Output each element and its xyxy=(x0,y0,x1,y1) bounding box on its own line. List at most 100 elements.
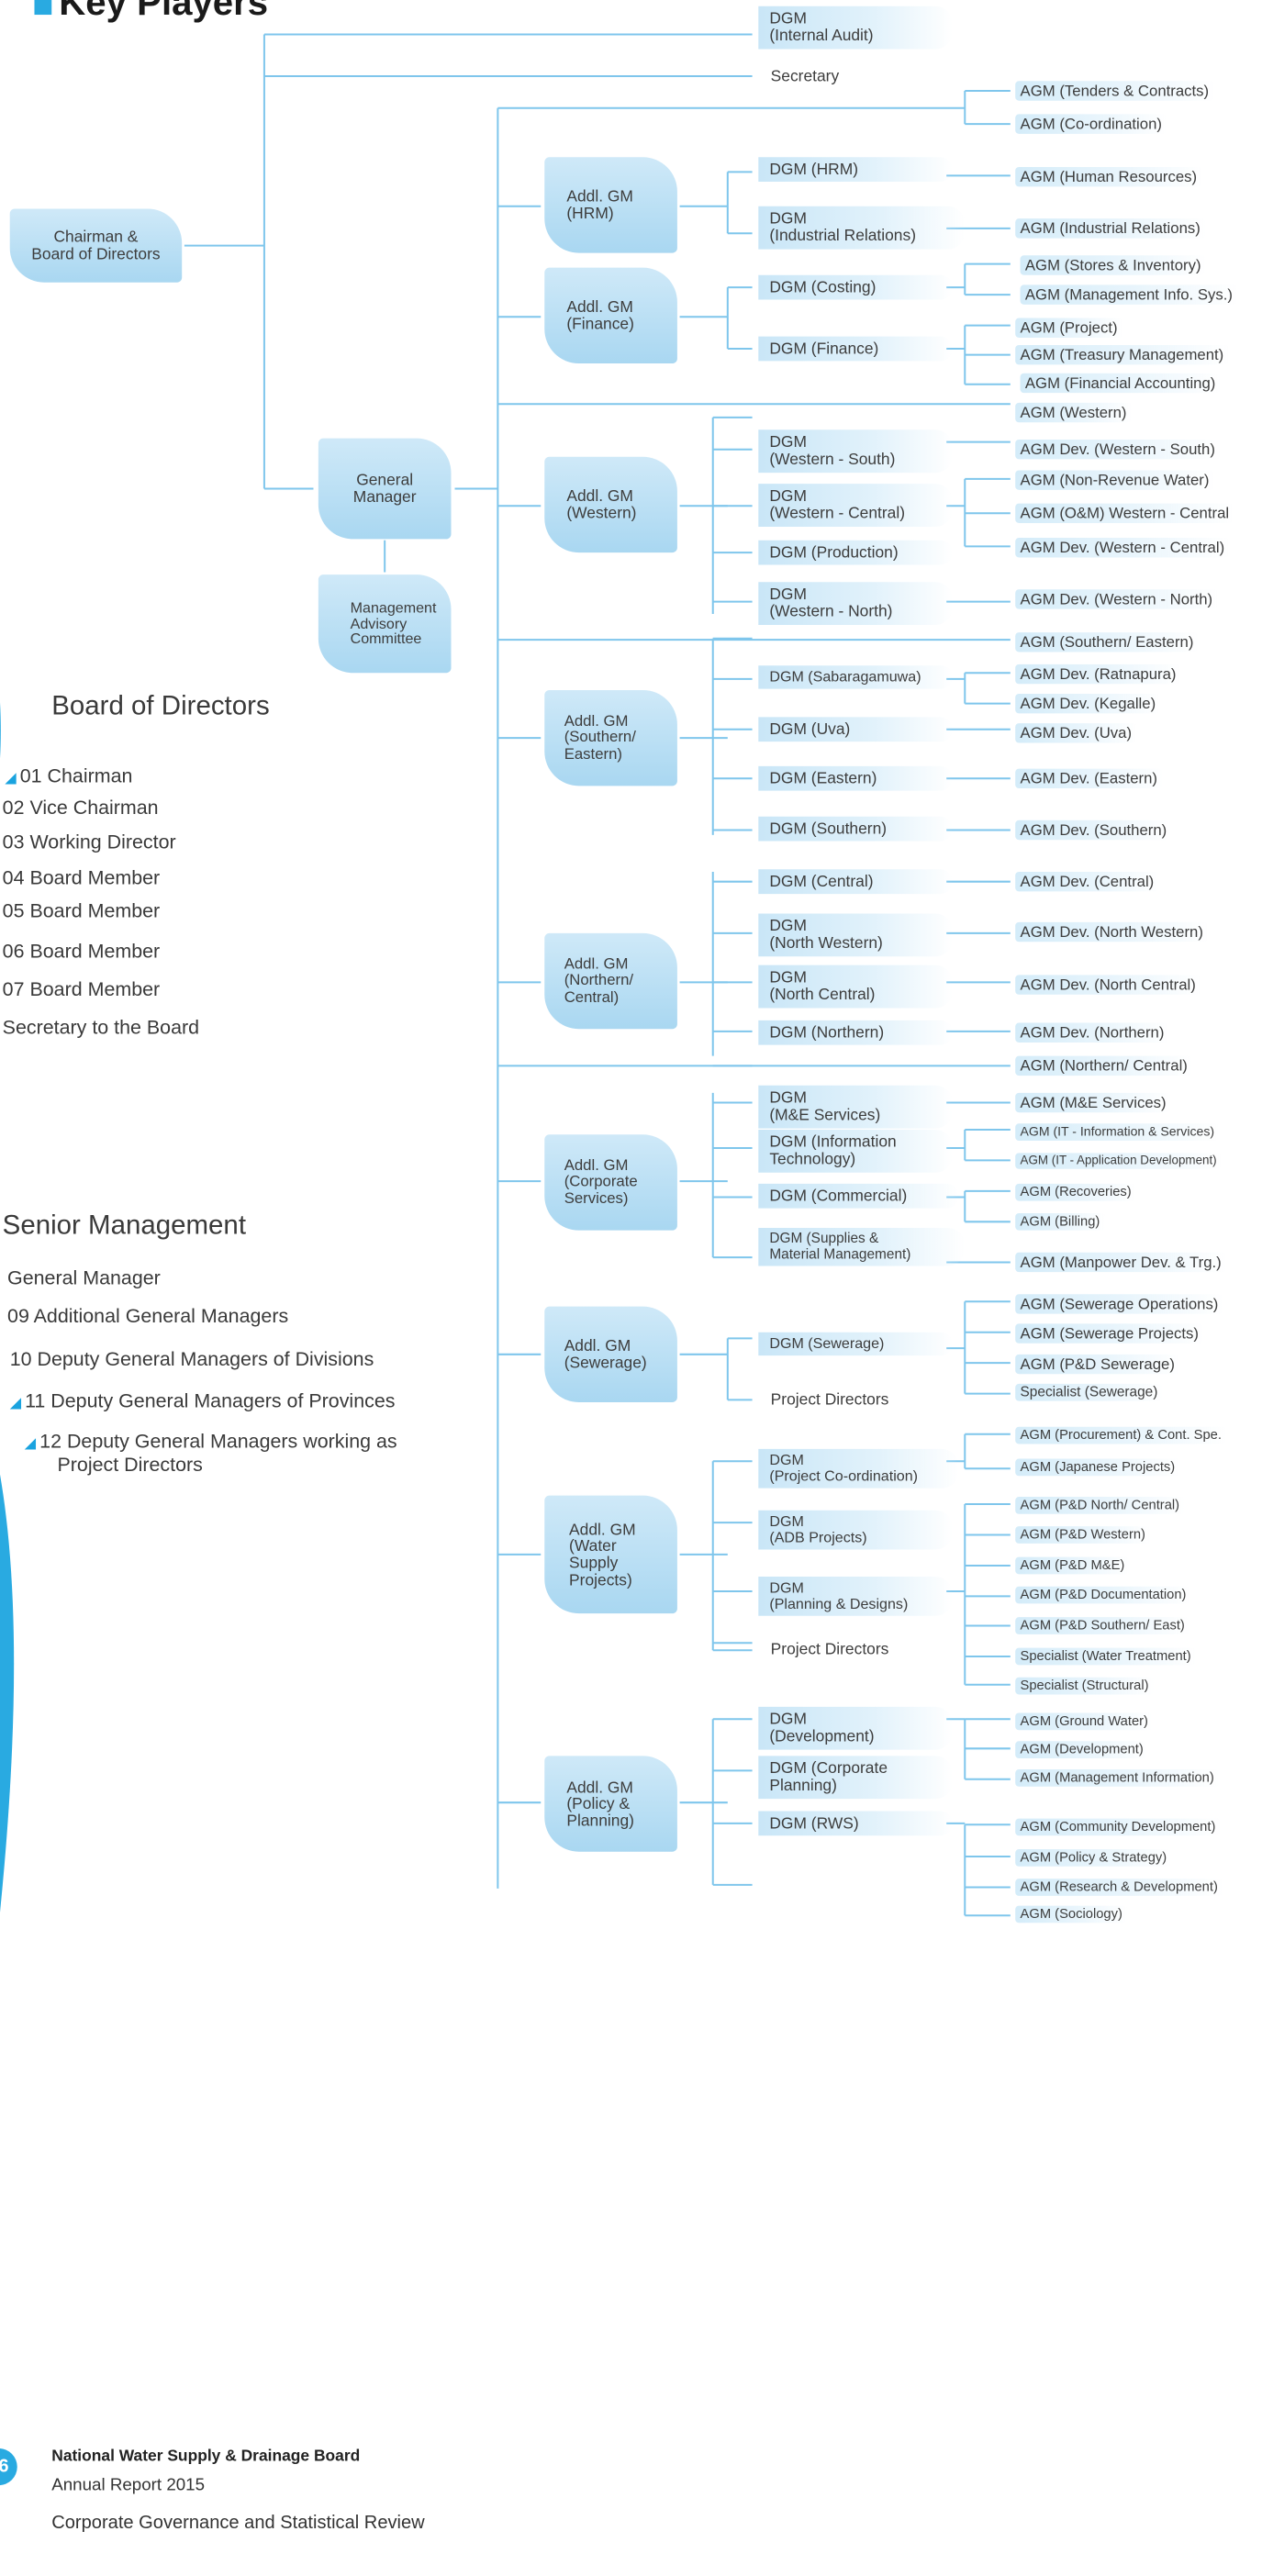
agm-dev-central: AGM Dev. (Central) xyxy=(1015,871,1159,892)
addl-gm-corporate-services: Addl. GM (Corporate Services) xyxy=(544,1134,677,1231)
addl-gm-policy-planning: Addl. GM (Policy & Planning) xyxy=(544,1756,677,1852)
general-manager-box: General Manager xyxy=(318,438,452,540)
board-item: 06 Board Member xyxy=(2,942,161,963)
agm-dev-uva: AGM Dev. (Uva) xyxy=(1015,723,1137,743)
agm-financial-accounting: AGM (Financial Accounting) xyxy=(1020,373,1221,394)
dgm-industrial-relations: DGM (Industrial Relations) xyxy=(758,206,966,250)
sewerage-project-directors: Project Directors xyxy=(770,1389,889,1409)
dgm-finance: DGM (Finance) xyxy=(758,336,953,362)
senior-item: 09 Additional General Managers xyxy=(7,1306,289,1328)
senior-item: ◢11 Deputy General Managers of Provinces xyxy=(9,1390,396,1412)
agm-manpower-dev-trg: AGM (Manpower Dev. & Trg.) xyxy=(1015,1252,1227,1273)
agm-recoveries: AGM (Recoveries) xyxy=(1015,1183,1137,1201)
senior-item: 10 Deputy General Managers of Divisions xyxy=(9,1349,374,1371)
agm-development: AGM (Development) xyxy=(1015,1741,1149,1759)
agm-project: AGM (Project) xyxy=(1015,318,1122,338)
dgm-sewerage: DGM (Sewerage) xyxy=(758,1332,953,1356)
agm-pd-western: AGM (P&D Western) xyxy=(1015,1526,1151,1544)
agm-om-western-central: AGM (O&M) Western - Central xyxy=(1015,503,1234,523)
board-item: 07 Board Member xyxy=(2,979,161,1001)
agm-dev-kegalle: AGM Dev. (Kegalle) xyxy=(1015,693,1161,714)
dgm-commercial: DGM (Commercial) xyxy=(758,1183,959,1209)
dgm-north-western: DGM (North Western) xyxy=(758,913,953,956)
senior-item: General Manager xyxy=(7,1268,161,1289)
agm-dev-ratnapura: AGM Dev. (Ratnapura) xyxy=(1015,664,1181,685)
specialist-sewerage: Specialist (Sewerage) xyxy=(1015,1383,1163,1401)
senior-item: ◢12 Deputy General Managers working as P… xyxy=(24,1432,397,1477)
dgm-information-technology: DGM (Information Technology) xyxy=(758,1129,953,1173)
dgm-production: DGM (Production) xyxy=(758,540,953,565)
agm-sewerage-operations: AGM (Sewerage Operations) xyxy=(1015,1294,1223,1314)
agm-management-info-sys: AGM (Management Info. Sys.) xyxy=(1020,284,1238,305)
agm-me-services: AGM (M&E Services) xyxy=(1015,1092,1171,1113)
addl-gm-hrm: Addl. GM (HRM) xyxy=(544,157,677,253)
addl-gm-northern-central: Addl. GM (Northern/ Central) xyxy=(544,932,677,1030)
agm-southern-eastern: AGM (Southern/ Eastern) xyxy=(1015,632,1199,652)
addl-gm-finance: Addl. GM (Finance) xyxy=(544,267,677,364)
agm-western: AGM (Western) xyxy=(1015,402,1132,423)
dgm-eastern: DGM (Eastern) xyxy=(758,765,953,792)
agm-industrial-relations: AGM (Industrial Relations) xyxy=(1015,218,1206,239)
board-of-directors-title: Board of Directors xyxy=(51,689,270,721)
bullet-icon: ◢ xyxy=(24,1433,37,1452)
specialist-water-treatment: Specialist (Water Treatment) xyxy=(1015,1647,1196,1666)
addl-gm-southern-eastern: Addl. GM (Southern/ Eastern) xyxy=(544,689,677,786)
bullet-icon: ◢ xyxy=(5,768,17,786)
dgm-internal-audit: DGM (Internal Audit) xyxy=(758,6,953,49)
board-item: ◢01 Chairman xyxy=(5,765,133,787)
page-heading: Key Players xyxy=(34,0,268,25)
agm-pd-documentation: AGM (P&D Documentation) xyxy=(1015,1586,1191,1604)
agm-policy-strategy: AGM (Policy & Strategy) xyxy=(1015,1849,1172,1867)
dgm-central: DGM (Central) xyxy=(758,869,953,895)
connector-lines xyxy=(184,33,1011,1917)
agm-pd-north-central: AGM (P&D North/ Central) xyxy=(1015,1497,1185,1514)
secretary-label: Secretary xyxy=(770,66,840,85)
specialist-structural: Specialist (Structural) xyxy=(1015,1677,1154,1695)
footer-report: Annual Report 2015 xyxy=(51,2474,206,2494)
senior-management-title: Senior Management xyxy=(2,1209,247,1241)
agm-dev-western-central: AGM Dev. (Western - Central) xyxy=(1015,538,1230,558)
water-project-directors: Project Directors xyxy=(770,1639,889,1658)
addl-gm-sewerage: Addl. GM (Sewerage) xyxy=(544,1306,677,1402)
footer-section: Corporate Governance and Statistical Rev… xyxy=(51,2512,425,2534)
board-item: Secretary to the Board xyxy=(2,1018,200,1039)
page-number: 6 xyxy=(0,2448,17,2486)
agm-ground-water: AGM (Ground Water) xyxy=(1015,1712,1154,1731)
agm-it-information-services: AGM (IT - Information & Services) xyxy=(1015,1123,1220,1142)
agm-dev-western-north: AGM Dev. (Western - North) xyxy=(1015,589,1218,609)
dgm-project-coordination: DGM (Project Co-ordination) xyxy=(758,1448,959,1489)
dgm-me-services: DGM (M&E Services) xyxy=(758,1085,953,1129)
addl-gm-western: Addl. GM (Western) xyxy=(544,456,677,553)
dgm-north-central: DGM (North Central) xyxy=(758,965,953,1008)
agm-dev-southern: AGM Dev. (Southern) xyxy=(1015,820,1172,841)
agm-stores-inventory: AGM (Stores & Inventory) xyxy=(1020,255,1206,275)
agm-non-revenue-water: AGM (Non-Revenue Water) xyxy=(1015,470,1214,490)
agm-dev-north-central: AGM Dev. (North Central) xyxy=(1015,975,1201,995)
agm-pd-sewerage: AGM (P&D Sewerage) xyxy=(1015,1354,1180,1375)
agm-dev-northern: AGM Dev. (Northern) xyxy=(1015,1022,1169,1043)
addl-gm-water-supply-projects: Addl. GM (Water Supply Projects) xyxy=(544,1495,677,1614)
agm-sociology: AGM (Sociology) xyxy=(1015,1905,1128,1924)
board-item: 02 Vice Chairman xyxy=(2,797,159,820)
water-drop-graphic xyxy=(0,702,15,1912)
agm-management-information: AGM (Management Information) xyxy=(1015,1769,1220,1787)
dgm-southern: DGM (Southern) xyxy=(758,816,953,842)
board-item: 04 Board Member xyxy=(2,867,161,889)
board-item: 03 Working Director xyxy=(2,832,176,853)
agm-coordination: AGM (Co-ordination) xyxy=(1015,114,1167,134)
dgm-planning-designs: DGM (Planning & Designs) xyxy=(758,1576,953,1617)
agm-northern-central: AGM (Northern/ Central) xyxy=(1015,1055,1193,1076)
dgm-northern: DGM (Northern) xyxy=(758,1020,953,1046)
bullet-icon: ◢ xyxy=(9,1393,22,1411)
dgm-western-north: DGM (Western - North) xyxy=(758,582,953,625)
dgm-adb-projects: DGM (ADB Projects) xyxy=(758,1510,953,1551)
agm-sewerage-projects: AGM (Sewerage Projects) xyxy=(1015,1323,1204,1344)
heading-marker-icon xyxy=(34,0,52,16)
agm-tenders-contracts: AGM (Tenders & Contracts) xyxy=(1015,81,1214,101)
agm-procurement-cont-spe: AGM (Procurement) & Cont. Spe. xyxy=(1015,1426,1227,1444)
dgm-rws: DGM (RWS) xyxy=(758,1811,953,1836)
agm-dev-western-south: AGM Dev. (Western - South) xyxy=(1015,440,1221,460)
agm-billing: AGM (Billing) xyxy=(1015,1212,1105,1231)
dgm-development: DGM (Development) xyxy=(758,1706,953,1750)
agm-pd-southern-east: AGM (P&D Southern/ East) xyxy=(1015,1617,1190,1634)
